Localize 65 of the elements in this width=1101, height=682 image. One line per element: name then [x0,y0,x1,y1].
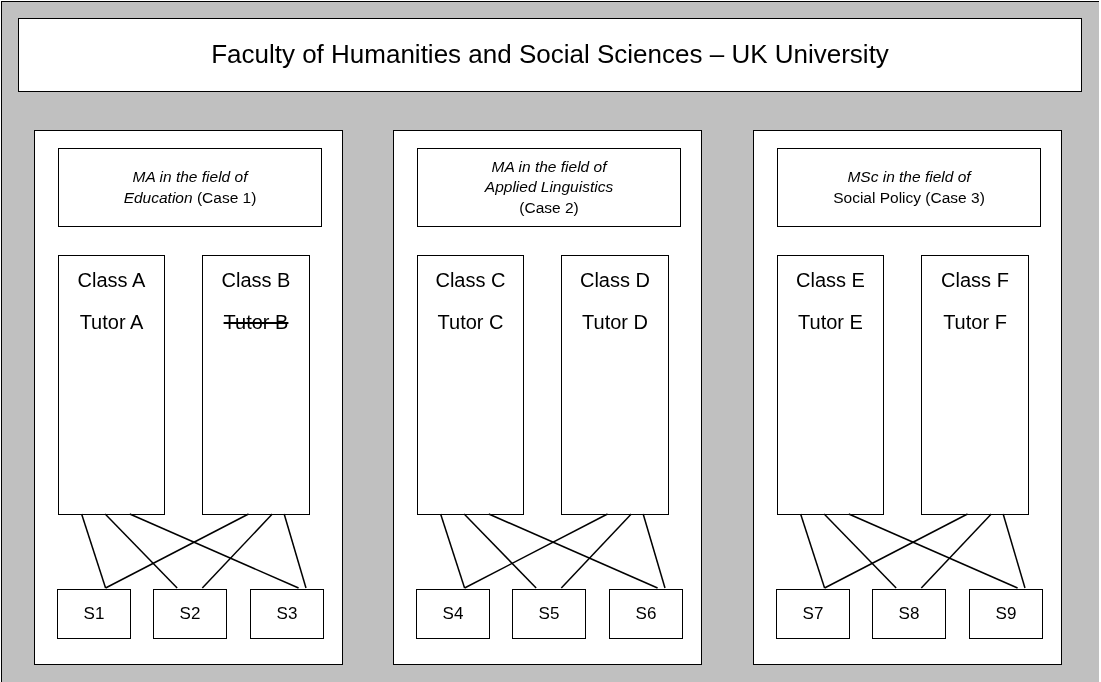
connector-line [848,513,1019,589]
connector-line [463,513,609,589]
connector-line [129,513,300,589]
title-text: Faculty of Humanities and Social Sciences – UK University [211,39,889,71]
tutor-name: Tutor E [797,310,864,334]
title-banner [18,18,1082,92]
student-label: S4 [442,603,464,625]
student-box [250,589,324,639]
student-label: S9 [995,603,1017,625]
connector-line [439,513,466,589]
class-box [777,255,884,515]
class-name: Class C [434,268,507,292]
connector-line [920,513,993,589]
connector-line [560,513,633,589]
class-box [58,255,165,515]
student-label: S3 [276,603,298,625]
programme-box [58,148,322,227]
connector-line [80,513,107,589]
student-box [872,589,946,639]
class-name: Class F [940,268,1010,292]
student-box [969,589,1043,639]
connector-line [642,513,666,589]
student-label: S1 [83,603,105,625]
connector-line [823,513,897,589]
programme-box [777,148,1041,227]
programme-panel [34,130,343,665]
class-name: Class D [579,268,651,292]
class-name: Class B [220,268,292,292]
connector-line [463,513,537,589]
student-label: S8 [898,603,920,625]
class-box [417,255,524,515]
student-label: S5 [538,603,560,625]
class-name: Class A [76,268,147,292]
class-box [202,255,310,515]
student-box [57,589,131,639]
student-label: S7 [802,603,824,625]
class-name: Class E [795,268,866,292]
tutor-name: Tutor C [436,310,505,334]
student-label: S2 [179,603,201,625]
tutor-name: Tutor B [222,310,290,334]
connector-line [823,513,969,589]
connector-line [488,513,659,589]
tutor-name: Tutor F [942,310,1008,334]
connector-line [799,513,826,589]
class-box [921,255,1029,515]
student-box [416,589,490,639]
student-box [609,589,683,639]
connector-line [1002,513,1026,589]
connector-line [104,513,178,589]
programme-label: MA in the field of Education (Case 1) [122,167,258,208]
student-label: S6 [635,603,657,625]
tutor-name: Tutor D [581,310,649,334]
student-box [153,589,227,639]
class-box [561,255,669,515]
connector-line [283,513,307,589]
connector-line [201,513,274,589]
programme-panel [393,130,702,665]
programme-box [417,148,681,227]
connector-line [104,513,250,589]
programme-panel [753,130,1062,665]
tutor-name: Tutor A [78,310,145,334]
student-box [776,589,850,639]
programme-label: MA in the field of Applied Linguistics (Case 2) [483,157,615,218]
student-box [512,589,586,639]
programme-label: MSc in the field of Social Policy (Case 3) [832,167,986,208]
